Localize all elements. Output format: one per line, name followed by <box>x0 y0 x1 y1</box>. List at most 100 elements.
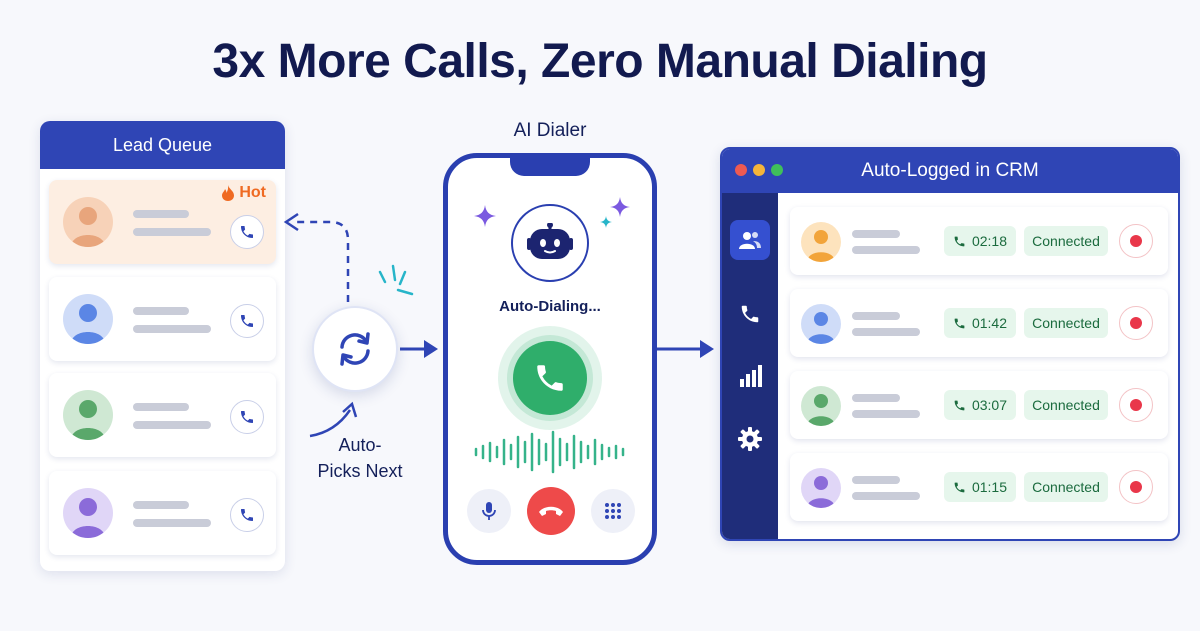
hang-up-icon <box>539 506 563 516</box>
crm-log-row[interactable]: 01:15 Connected <box>790 453 1168 521</box>
placeholder-line <box>133 307 189 315</box>
recording-button[interactable] <box>1119 224 1153 258</box>
call-lead-button[interactable] <box>230 215 264 249</box>
call-duration-badge: 02:18 <box>944 226 1016 256</box>
sidebar-item-analytics[interactable] <box>730 356 770 396</box>
spark-mark <box>378 264 414 296</box>
call-duration-badge: 01:15 <box>944 472 1016 502</box>
sidebar-item-calls[interactable] <box>730 294 770 334</box>
placeholder-line <box>133 421 211 429</box>
recording-button[interactable] <box>1119 306 1153 340</box>
record-icon <box>1130 399 1142 411</box>
phone-call-icon <box>954 482 965 492</box>
crm-window: Auto-Logged in CRM 02:18 Connected 01:42… <box>720 147 1180 541</box>
lead-queue-panel: Lead Queue Hot <box>40 121 285 571</box>
crm-sidebar <box>722 193 778 539</box>
placeholder-line <box>133 501 189 509</box>
dialer-title: AI Dialer <box>513 120 587 141</box>
record-icon <box>1130 235 1142 247</box>
page-title: 3x More Calls, Zero Manual Dialing <box>212 35 988 88</box>
status-badge: Connected <box>1024 308 1108 338</box>
crm-header: Auto-Logged in CRM <box>722 149 1178 193</box>
call-lead-button[interactable] <box>230 400 264 434</box>
status-badge: Connected <box>1024 472 1108 502</box>
sparkle-icon <box>610 197 630 217</box>
placeholder-line <box>852 476 900 484</box>
crm-log-row[interactable]: 02:18 Connected <box>790 207 1168 275</box>
robot-avatar <box>511 204 589 282</box>
lead-card-hot[interactable]: Hot <box>49 180 276 264</box>
crm-log-row[interactable]: 03:07 Connected <box>790 371 1168 439</box>
arrow-head <box>283 212 299 232</box>
maximize-dot[interactable] <box>771 164 783 176</box>
hot-badge: Hot <box>221 184 266 202</box>
lead-card[interactable] <box>49 277 276 361</box>
phone-icon <box>241 411 253 423</box>
call-duration: 01:42 <box>971 315 1008 331</box>
dialing-status: Auto-Dialing... <box>499 298 601 315</box>
phone-icon <box>537 365 563 391</box>
call-lead-button[interactable] <box>230 498 264 532</box>
arrow-head <box>424 340 438 358</box>
recording-button[interactable] <box>1119 388 1153 422</box>
bar-chart-icon <box>740 365 762 387</box>
mute-button[interactable] <box>467 489 511 533</box>
placeholder-line <box>133 228 211 236</box>
keypad-icon <box>605 503 621 519</box>
placeholder-line <box>852 230 900 238</box>
close-dot[interactable] <box>735 164 747 176</box>
flame-icon <box>222 185 235 201</box>
microphone-icon <box>482 502 496 520</box>
phone-call-icon <box>954 400 965 410</box>
answer-call-button[interactable] <box>513 341 587 415</box>
placeholder-line <box>852 394 900 402</box>
phone-icon <box>241 509 253 521</box>
sidebar-item-contacts[interactable] <box>730 220 770 260</box>
dashed-return-arrow <box>296 220 350 302</box>
phone-mockup: Auto-Dialing... <box>443 153 657 565</box>
sidebar-item-settings[interactable] <box>730 419 770 459</box>
placeholder-line <box>852 492 920 500</box>
auto-picks-line1: Auto- <box>338 435 382 455</box>
call-duration: 01:15 <box>971 479 1008 495</box>
placeholder-line <box>852 328 920 336</box>
keypad-button[interactable] <box>591 489 635 533</box>
placeholder-line <box>133 325 211 333</box>
placeholder-line <box>852 312 900 320</box>
window-controls <box>735 164 783 176</box>
phone-call-icon <box>954 318 965 328</box>
audio-waveform <box>474 430 625 474</box>
placeholder-line <box>133 519 211 527</box>
users-icon <box>739 232 761 249</box>
avatar <box>801 468 841 508</box>
avatar <box>801 386 841 426</box>
lead-card[interactable] <box>49 471 276 555</box>
avatar <box>63 197 113 247</box>
call-duration-badge: 03:07 <box>944 390 1016 420</box>
sparkle-icon <box>474 205 496 227</box>
lead-card[interactable] <box>49 373 276 457</box>
avatar <box>63 488 113 538</box>
auto-pick-cycle <box>312 306 398 392</box>
crm-log-row[interactable]: 01:42 Connected <box>790 289 1168 357</box>
placeholder-line <box>852 410 920 418</box>
phone-notch <box>510 158 590 176</box>
auto-picks-label: Auto- Picks Next <box>300 432 420 484</box>
end-call-button[interactable] <box>527 487 575 535</box>
avatar <box>801 222 841 262</box>
lead-queue-title: Lead Queue <box>40 121 285 169</box>
arrow-head <box>342 401 358 418</box>
call-duration: 03:07 <box>971 397 1008 413</box>
placeholder-line <box>133 210 189 218</box>
call-lead-button[interactable] <box>230 304 264 338</box>
record-icon <box>1130 317 1142 329</box>
gear-icon <box>738 427 762 451</box>
auto-picks-line2: Picks Next <box>317 461 403 481</box>
recording-button[interactable] <box>1119 470 1153 504</box>
arrow-head <box>700 340 714 358</box>
status-badge: Connected <box>1024 226 1108 256</box>
placeholder-line <box>133 403 189 411</box>
crm-title: Auto-Logged in CRM <box>861 160 1039 181</box>
minimize-dot[interactable] <box>753 164 765 176</box>
status-badge: Connected <box>1024 390 1108 420</box>
